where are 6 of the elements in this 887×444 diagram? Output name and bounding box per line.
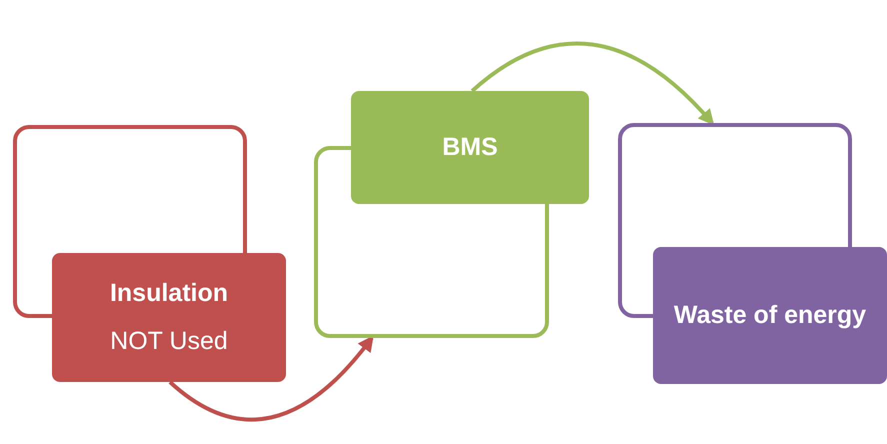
curved-arrow: [470, 42, 714, 126]
box-title: BMS: [442, 132, 498, 163]
box-title: Insulation: [110, 278, 228, 309]
box-title: Waste of energy: [674, 300, 866, 331]
curved-arrow: [168, 336, 374, 422]
box-subtitle: NOT Used: [110, 326, 228, 356]
